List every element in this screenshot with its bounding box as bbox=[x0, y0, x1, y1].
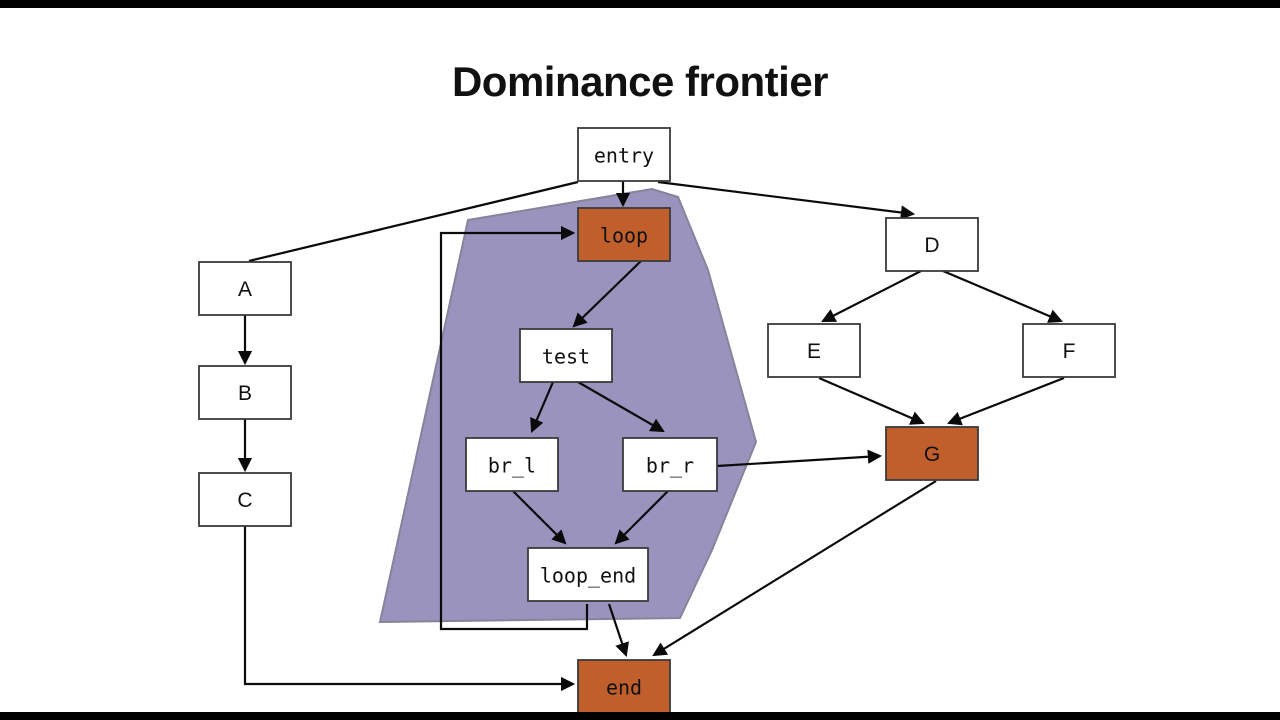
node-loop: loop bbox=[577, 207, 671, 262]
node-label-entry: entry bbox=[594, 144, 654, 168]
node-box-end bbox=[577, 659, 671, 714]
node-F: F bbox=[1022, 323, 1116, 378]
dominated-region bbox=[378, 187, 758, 624]
edge-F-to-G bbox=[947, 376, 1065, 426]
node-loop_end: loop_end bbox=[527, 547, 649, 602]
edge-D-to-E bbox=[821, 270, 922, 322]
node-label-F: F bbox=[1063, 340, 1076, 363]
edge-entry-to-A bbox=[248, 180, 579, 263]
node-D: D bbox=[885, 217, 979, 272]
letterbox-bar-bottom bbox=[0, 712, 1280, 720]
edge-br_r-to-loop_end bbox=[614, 490, 669, 545]
node-C: C bbox=[198, 472, 292, 527]
node-box-C bbox=[198, 472, 292, 527]
node-label-A: A bbox=[238, 278, 252, 301]
node-label-D: D bbox=[924, 234, 939, 257]
node-box-G bbox=[885, 426, 979, 481]
node-label-br_l: br_l bbox=[488, 454, 536, 478]
edge-test-to-br_l bbox=[530, 381, 555, 433]
node-box-A bbox=[198, 261, 292, 316]
edge-G-to-end bbox=[652, 480, 937, 657]
node-br_l: br_l bbox=[465, 437, 559, 492]
edge-loop_end-to-end bbox=[607, 603, 629, 658]
edge-entry-to-D bbox=[657, 180, 916, 220]
edge-br_l-to-loop_end bbox=[512, 490, 567, 545]
node-label-loop: loop bbox=[600, 224, 648, 248]
node-box-test bbox=[519, 328, 613, 383]
node-test: test bbox=[519, 328, 613, 383]
node-box-br_l bbox=[465, 437, 559, 492]
node-label-B: B bbox=[238, 382, 252, 405]
edge-C-to-end bbox=[243, 526, 576, 692]
node-box-D bbox=[885, 217, 979, 272]
node-box-br_r bbox=[622, 437, 718, 492]
edge-D-to-F bbox=[942, 269, 1063, 323]
edge-loop_end-to-loop bbox=[439, 225, 589, 631]
node-A: A bbox=[198, 261, 292, 316]
edge-test-to-br_r bbox=[577, 381, 665, 433]
edge-br_r-to-G bbox=[716, 449, 883, 468]
edge-E-to-G bbox=[818, 376, 925, 425]
node-box-entry bbox=[577, 127, 671, 182]
letterbox-bar-top bbox=[0, 0, 1280, 8]
node-E: E bbox=[767, 323, 861, 378]
node-box-loop bbox=[577, 207, 671, 262]
node-label-test: test bbox=[542, 345, 590, 369]
node-G: G bbox=[885, 426, 979, 481]
node-entry: entry bbox=[577, 127, 671, 182]
slide-title: Dominance frontier bbox=[451, 58, 829, 105]
node-box-loop_end bbox=[527, 547, 649, 602]
node-label-E: E bbox=[807, 340, 821, 363]
node-label-G: G bbox=[924, 443, 940, 466]
node-label-br_r: br_r bbox=[646, 454, 694, 478]
node-box-F bbox=[1022, 323, 1116, 378]
node-label-loop_end: loop_end bbox=[540, 564, 636, 588]
node-label-end: end bbox=[606, 676, 642, 700]
node-B: B bbox=[198, 365, 292, 420]
node-box-E bbox=[767, 323, 861, 378]
node-box-B bbox=[198, 365, 292, 420]
edge-loop-to-test bbox=[572, 260, 642, 328]
node-label-C: C bbox=[237, 489, 252, 512]
node-br_r: br_r bbox=[622, 437, 718, 492]
node-end: end bbox=[577, 659, 671, 714]
